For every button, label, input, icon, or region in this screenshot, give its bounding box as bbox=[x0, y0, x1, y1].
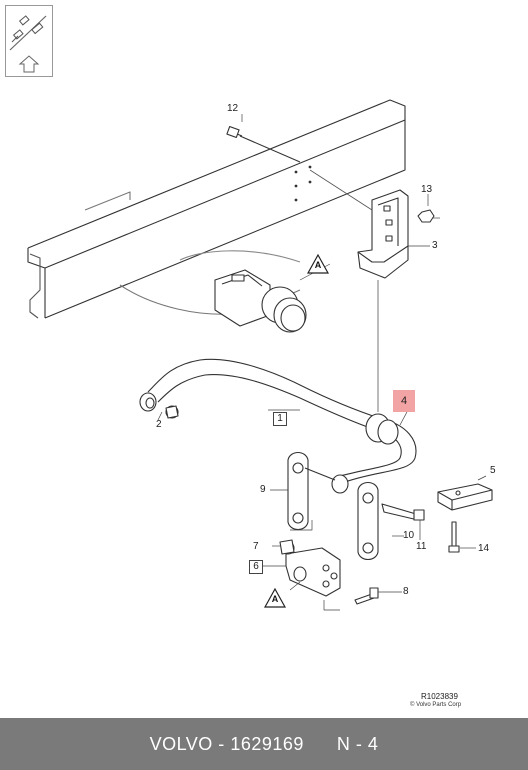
footer-part-number: 1629169 bbox=[230, 733, 304, 754]
link-10 bbox=[357, 481, 379, 561]
bolt-8 bbox=[354, 587, 379, 605]
bolt-14 bbox=[448, 521, 460, 553]
thumbnail-icon bbox=[9, 15, 47, 73]
callout-1[interactable]: 1 bbox=[273, 412, 287, 426]
footer-position: N - 4 bbox=[336, 733, 379, 754]
plate-5 bbox=[437, 483, 493, 511]
bracket-3 bbox=[357, 189, 409, 279]
footer-brand: VOLVO bbox=[149, 733, 213, 754]
bolt-11 bbox=[381, 503, 425, 521]
marker-a-lower[interactable]: A bbox=[264, 588, 286, 608]
bracket-6 bbox=[279, 539, 341, 597]
bushing-2 bbox=[165, 405, 179, 419]
callout-9[interactable]: 9 bbox=[260, 484, 266, 495]
frame-rail bbox=[27, 99, 406, 319]
callout-6[interactable]: 6 bbox=[249, 560, 263, 574]
warning-triangle-icon bbox=[264, 588, 286, 608]
marker-a-upper-label: A bbox=[314, 260, 322, 270]
bolt-12 bbox=[226, 125, 301, 163]
callout-3[interactable]: 3 bbox=[432, 240, 438, 251]
up-arrow-icon bbox=[18, 55, 40, 73]
callout-8[interactable]: 8 bbox=[403, 586, 409, 597]
rail-holes bbox=[294, 165, 312, 202]
stabilizer-bar bbox=[139, 358, 417, 494]
callout-5[interactable]: 5 bbox=[490, 465, 496, 476]
link-9 bbox=[287, 451, 336, 531]
exploded-view-drawing bbox=[27, 99, 493, 611]
callout-13[interactable]: 13 bbox=[421, 184, 433, 195]
parts-diagram: 12 13 3 1 2 4 5 9 10 11 14 7 6 8 A A R10… bbox=[5, 5, 496, 708]
copyright-notice: © Volvo Parts Corp bbox=[410, 702, 462, 708]
callout-4-highlighted[interactable]: 4 bbox=[393, 390, 415, 412]
warning-triangle-icon bbox=[307, 254, 329, 274]
callout-14[interactable]: 14 bbox=[478, 543, 490, 554]
footer-bar: VOLVO - 1629169 N - 4 bbox=[0, 718, 528, 770]
navigation-thumbnail[interactable] bbox=[5, 5, 53, 77]
marker-a-upper[interactable]: A bbox=[307, 254, 329, 274]
nut-13 bbox=[417, 209, 435, 223]
callout-2[interactable]: 2 bbox=[156, 419, 162, 430]
callout-7[interactable]: 7 bbox=[253, 541, 259, 552]
reference-code: R1023839 bbox=[421, 692, 458, 701]
callout-12[interactable]: 12 bbox=[227, 103, 239, 114]
spring-hanger bbox=[214, 269, 307, 333]
marker-a-lower-label: A bbox=[271, 594, 279, 604]
callout-11[interactable]: 11 bbox=[416, 541, 427, 552]
callout-10[interactable]: 10 bbox=[403, 530, 415, 541]
footer-separator: - bbox=[218, 733, 225, 754]
